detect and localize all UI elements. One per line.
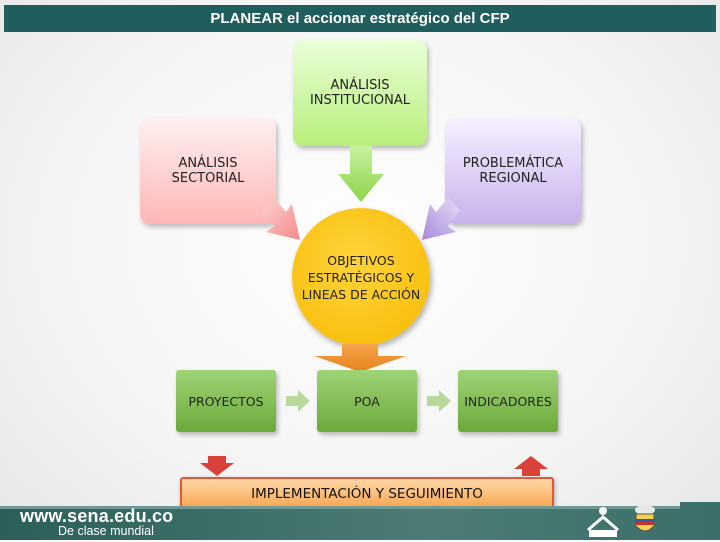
- arrow-diagonal-pink: [262, 198, 300, 240]
- node-analisis-institucional-line1: ANÁLISIS: [330, 78, 390, 93]
- node-proyectos: PROYECTOS: [176, 370, 276, 432]
- node-poa: POA: [317, 370, 417, 432]
- arrow-diagonal-purple: [422, 198, 460, 240]
- arrow-down-orange: [314, 344, 406, 372]
- arrow-right-poa-indicadores: [427, 390, 451, 412]
- footer-bar: [0, 502, 720, 540]
- arrow-down-red: [200, 456, 234, 476]
- node-problematica-regional-line1: PROBLEMÁTICA: [462, 156, 564, 171]
- node-objetivos-estrategicos: OBJETIVOS ESTRATÉGICOS Y LINEAS DE ACCIÓ…: [292, 208, 430, 346]
- node-objetivos-line4: ACCIÓN: [371, 286, 421, 302]
- arrow-up-red: [514, 456, 548, 476]
- sena-logo: [584, 506, 622, 538]
- node-analisis-sectorial: ANÁLISIS SECTORIAL: [140, 118, 276, 224]
- arrow-right-proyectos-poa: [286, 390, 310, 412]
- sena-logo-icon: [587, 507, 619, 537]
- footer-tagline: De clase mundial: [58, 524, 154, 538]
- node-analisis-institucional-line2: INSTITUCIONAL: [309, 93, 411, 108]
- slide-title: PLANEAR el accionar estratégico del CFP: [4, 5, 716, 32]
- node-objetivos-line3: Y LINEAS DE: [301, 269, 415, 302]
- node-objetivos-line1: OBJETIVOS: [327, 252, 395, 268]
- node-problematica-regional: PROBLEMÁTICA REGIONAL: [445, 118, 581, 224]
- node-indicadores: INDICADORES: [458, 370, 558, 432]
- footer-url: www.sena.edu.co: [20, 506, 174, 526]
- footer-background: [0, 502, 720, 540]
- node-analisis-sectorial-line1: ANÁLISIS: [178, 156, 238, 171]
- node-analisis-institucional: ANÁLISIS INSTITUCIONAL: [293, 40, 427, 146]
- coat-of-arms-icon: [635, 505, 655, 532]
- node-analisis-sectorial-line2: SECTORIAL: [171, 171, 245, 186]
- node-objetivos-line2: ESTRATÉGICOS: [307, 269, 403, 285]
- escudo-colombia-logo: [630, 504, 660, 538]
- arrow-down-green: [338, 146, 384, 202]
- node-problematica-regional-line2: REGIONAL: [479, 171, 547, 186]
